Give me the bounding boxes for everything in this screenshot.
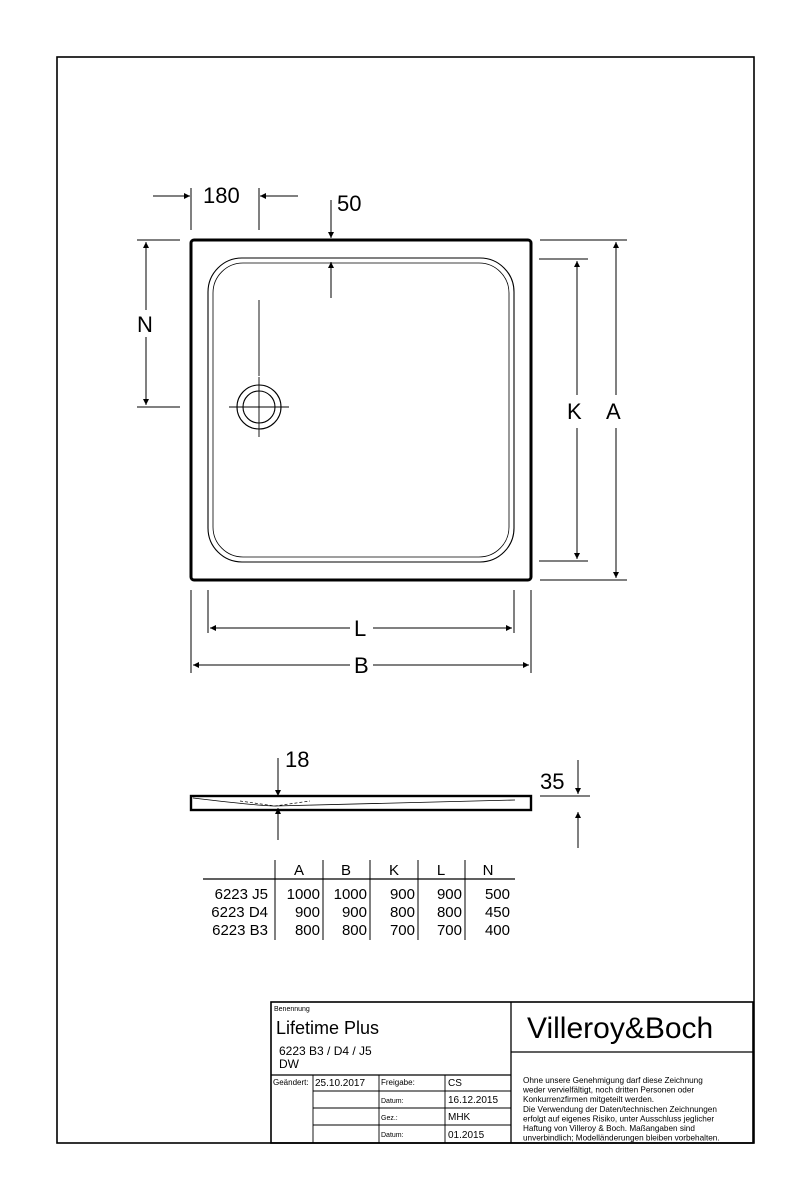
dim-edge-offset: 180 — [203, 183, 240, 208]
drain-icon — [229, 377, 289, 437]
release-date: 16.12.2015 — [448, 1095, 498, 1106]
legal-notice-line: unverbindlich; Modelländerungen bleiben … — [523, 1134, 720, 1143]
table-cell: 700 — [390, 922, 415, 939]
table-cell: 450 — [485, 904, 510, 921]
product-name: Lifetime Plus — [276, 1018, 379, 1038]
title-block: Benennung Lifetime Plus 6223 B3 / D4 / J… — [270, 1001, 754, 1144]
drawn-date: 01.2015 — [448, 1130, 485, 1141]
changed-date: 25.10.2017 — [315, 1078, 365, 1089]
table-row-model: 6223 D4 — [211, 904, 268, 921]
drawing-frame — [56, 56, 755, 1144]
table-cell: 800 — [295, 922, 320, 939]
table-header-k: K — [389, 862, 399, 879]
table-header-a: A — [294, 862, 304, 879]
table-cell: 900 — [295, 904, 320, 921]
tray-section — [189, 794, 533, 812]
tray-outline — [189, 238, 533, 582]
dim-l: L — [354, 616, 366, 641]
designation-label: Benennung — [274, 1006, 310, 1013]
tray-basin-outer — [207, 257, 515, 563]
table-cell: 1000 — [334, 886, 367, 903]
legal-notice: Ohne unsere Genehmigung darf diese Zeich… — [522, 1076, 720, 1143]
dim-height: 35 — [540, 769, 564, 794]
table-header-l: L — [437, 862, 445, 879]
dim-b: B — [354, 653, 369, 678]
drawn-value: MHK — [448, 1112, 471, 1123]
release-date-label: Datum: — [381, 1098, 404, 1105]
table-cell: 800 — [342, 922, 367, 939]
table-cell: 500 — [485, 886, 510, 903]
table-cell: 1000 — [287, 886, 320, 903]
table-header-b: B — [341, 862, 351, 879]
legal-notice-line: Ohne unsere Genehmigung darf diese Zeich… — [523, 1076, 703, 1085]
table-row-model: 6223 J5 — [215, 886, 268, 903]
legal-notice-line: Konkurrenzfirmen mitgeteilt werden. — [523, 1095, 654, 1104]
table-cell: 700 — [437, 922, 462, 939]
table-row-model: 6223 B3 — [212, 922, 268, 939]
section-view: 18 35 — [189, 747, 590, 848]
dim-k: K — [567, 399, 582, 424]
product-codes: 6223 B3 / D4 / J5 — [279, 1044, 372, 1058]
table-cell: 900 — [437, 886, 462, 903]
table-cell: 900 — [342, 904, 367, 921]
dim-outlet-depth: 18 — [285, 747, 309, 772]
table-cell: 400 — [485, 922, 510, 939]
brand-logo: Villeroy&Boch — [527, 1012, 713, 1045]
drawn-label: Gez.: — [381, 1115, 398, 1122]
table-cell: 900 — [390, 886, 415, 903]
legal-notice-line: Haftung von Villeroy & Boch. Maßangaben … — [523, 1124, 695, 1133]
release-label: Freigabe: — [381, 1078, 415, 1087]
legal-notice-line: erfolgt auf eigenes Risiko, unter Aussch… — [523, 1114, 714, 1123]
dim-n: N — [137, 312, 153, 337]
dim-a: A — [606, 399, 621, 424]
product-variant: DW — [279, 1057, 300, 1071]
table-cell: 800 — [437, 904, 462, 921]
dim-rim-width: 50 — [337, 191, 361, 216]
changed-label: Geändert: — [273, 1078, 309, 1087]
table-cell: 800 — [390, 904, 415, 921]
tray-basin-inner — [212, 262, 510, 558]
release-value: CS — [448, 1078, 462, 1089]
plan-view: 180 50 N K A L B — [137, 183, 627, 678]
legal-notice-line: weder vervielfältigt, noch dritten Perso… — [522, 1086, 694, 1095]
drawn-date-label: Datum: — [381, 1132, 404, 1139]
legal-notice-line: Die Verwendung der Daten/technischen Zei… — [523, 1105, 717, 1114]
table-header-n: N — [483, 862, 494, 879]
